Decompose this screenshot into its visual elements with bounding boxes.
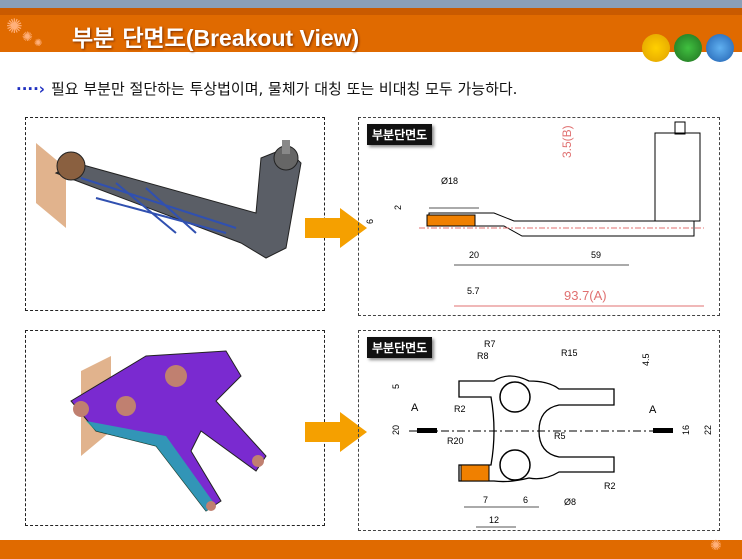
svg-text:Ø18: Ø18 (441, 176, 458, 186)
top-band-dark (0, 8, 742, 15)
svg-text:2: 2 (393, 205, 403, 210)
svg-text:7: 7 (483, 495, 488, 505)
flower-icon: ✺ (710, 538, 722, 554)
svg-text:20: 20 (391, 425, 401, 435)
svg-text:20: 20 (469, 250, 479, 260)
drawing-panel-2: 부분단면도 R7 R8 R15 R2 R20 R5 R2 Ø8 5 20 A A… (358, 330, 720, 531)
folder-icon[interactable] (642, 34, 670, 62)
dotted-arrow-icon: ····› (16, 80, 45, 98)
right-arrow-icon (305, 412, 367, 452)
svg-text:R5: R5 (554, 431, 566, 441)
svg-text:R15: R15 (561, 348, 578, 358)
svg-text:22: 22 (703, 425, 713, 435)
svg-text:R2: R2 (454, 404, 466, 414)
page-title: 부분 단면도(Breakout View) (72, 25, 360, 52)
nav-icons (642, 34, 734, 62)
svg-text:5.7: 5.7 (467, 286, 480, 296)
right-arrow-icon (305, 208, 367, 248)
svg-text:5: 5 (391, 384, 401, 389)
svg-text:3.5(B): 3.5(B) (560, 125, 574, 158)
flower-icon: ✺ (22, 30, 33, 45)
panel-tag: 부분단면도 (367, 337, 433, 358)
subtitle: ····›필요 부분만 절단하는 투상법이며, 물체가 대칭 또는 비대칭 모두… (16, 80, 518, 98)
svg-text:Ø8: Ø8 (564, 497, 576, 507)
drawing-panel-1: 부분단면도 Ø18 2 6 20 59 5.7 3.5(B) 93.7(A) (358, 117, 720, 316)
arm-3d-render (36, 140, 302, 259)
panel-tag: 부분단면도 (367, 124, 433, 145)
model-image-yoke (25, 330, 325, 526)
top-band (0, 0, 742, 8)
svg-text:12: 12 (489, 515, 499, 525)
svg-text:6: 6 (365, 219, 375, 224)
model-image-arm (25, 117, 325, 311)
cube-icon[interactable] (706, 34, 734, 62)
svg-text:R8: R8 (477, 351, 489, 361)
svg-text:A: A (411, 402, 419, 414)
svg-text:R7: R7 (484, 339, 496, 349)
header-bar (0, 15, 742, 52)
svg-text:16: 16 (681, 425, 691, 435)
svg-text:R20: R20 (447, 436, 464, 446)
breakout-drawing-2: R7 R8 R15 R2 R20 R5 R2 Ø8 5 20 A A 4.5 1… (391, 339, 713, 528)
flower-icon: ✺ (34, 38, 43, 49)
svg-text:A: A (649, 404, 657, 416)
yoke-3d-render (70, 350, 267, 512)
svg-text:R2: R2 (604, 481, 616, 491)
svg-text:6: 6 (523, 495, 528, 505)
puzzle-icon[interactable] (674, 34, 702, 62)
svg-text:4.5: 4.5 (641, 353, 651, 366)
breakout-drawing-1: Ø18 2 6 20 59 5.7 3.5(B) 93.7(A) (365, 121, 704, 307)
svg-text:93.7(A): 93.7(A) (564, 288, 607, 303)
footer-bar (0, 540, 742, 559)
flower-icon: ✺ (6, 14, 23, 38)
svg-text:59: 59 (591, 250, 601, 260)
